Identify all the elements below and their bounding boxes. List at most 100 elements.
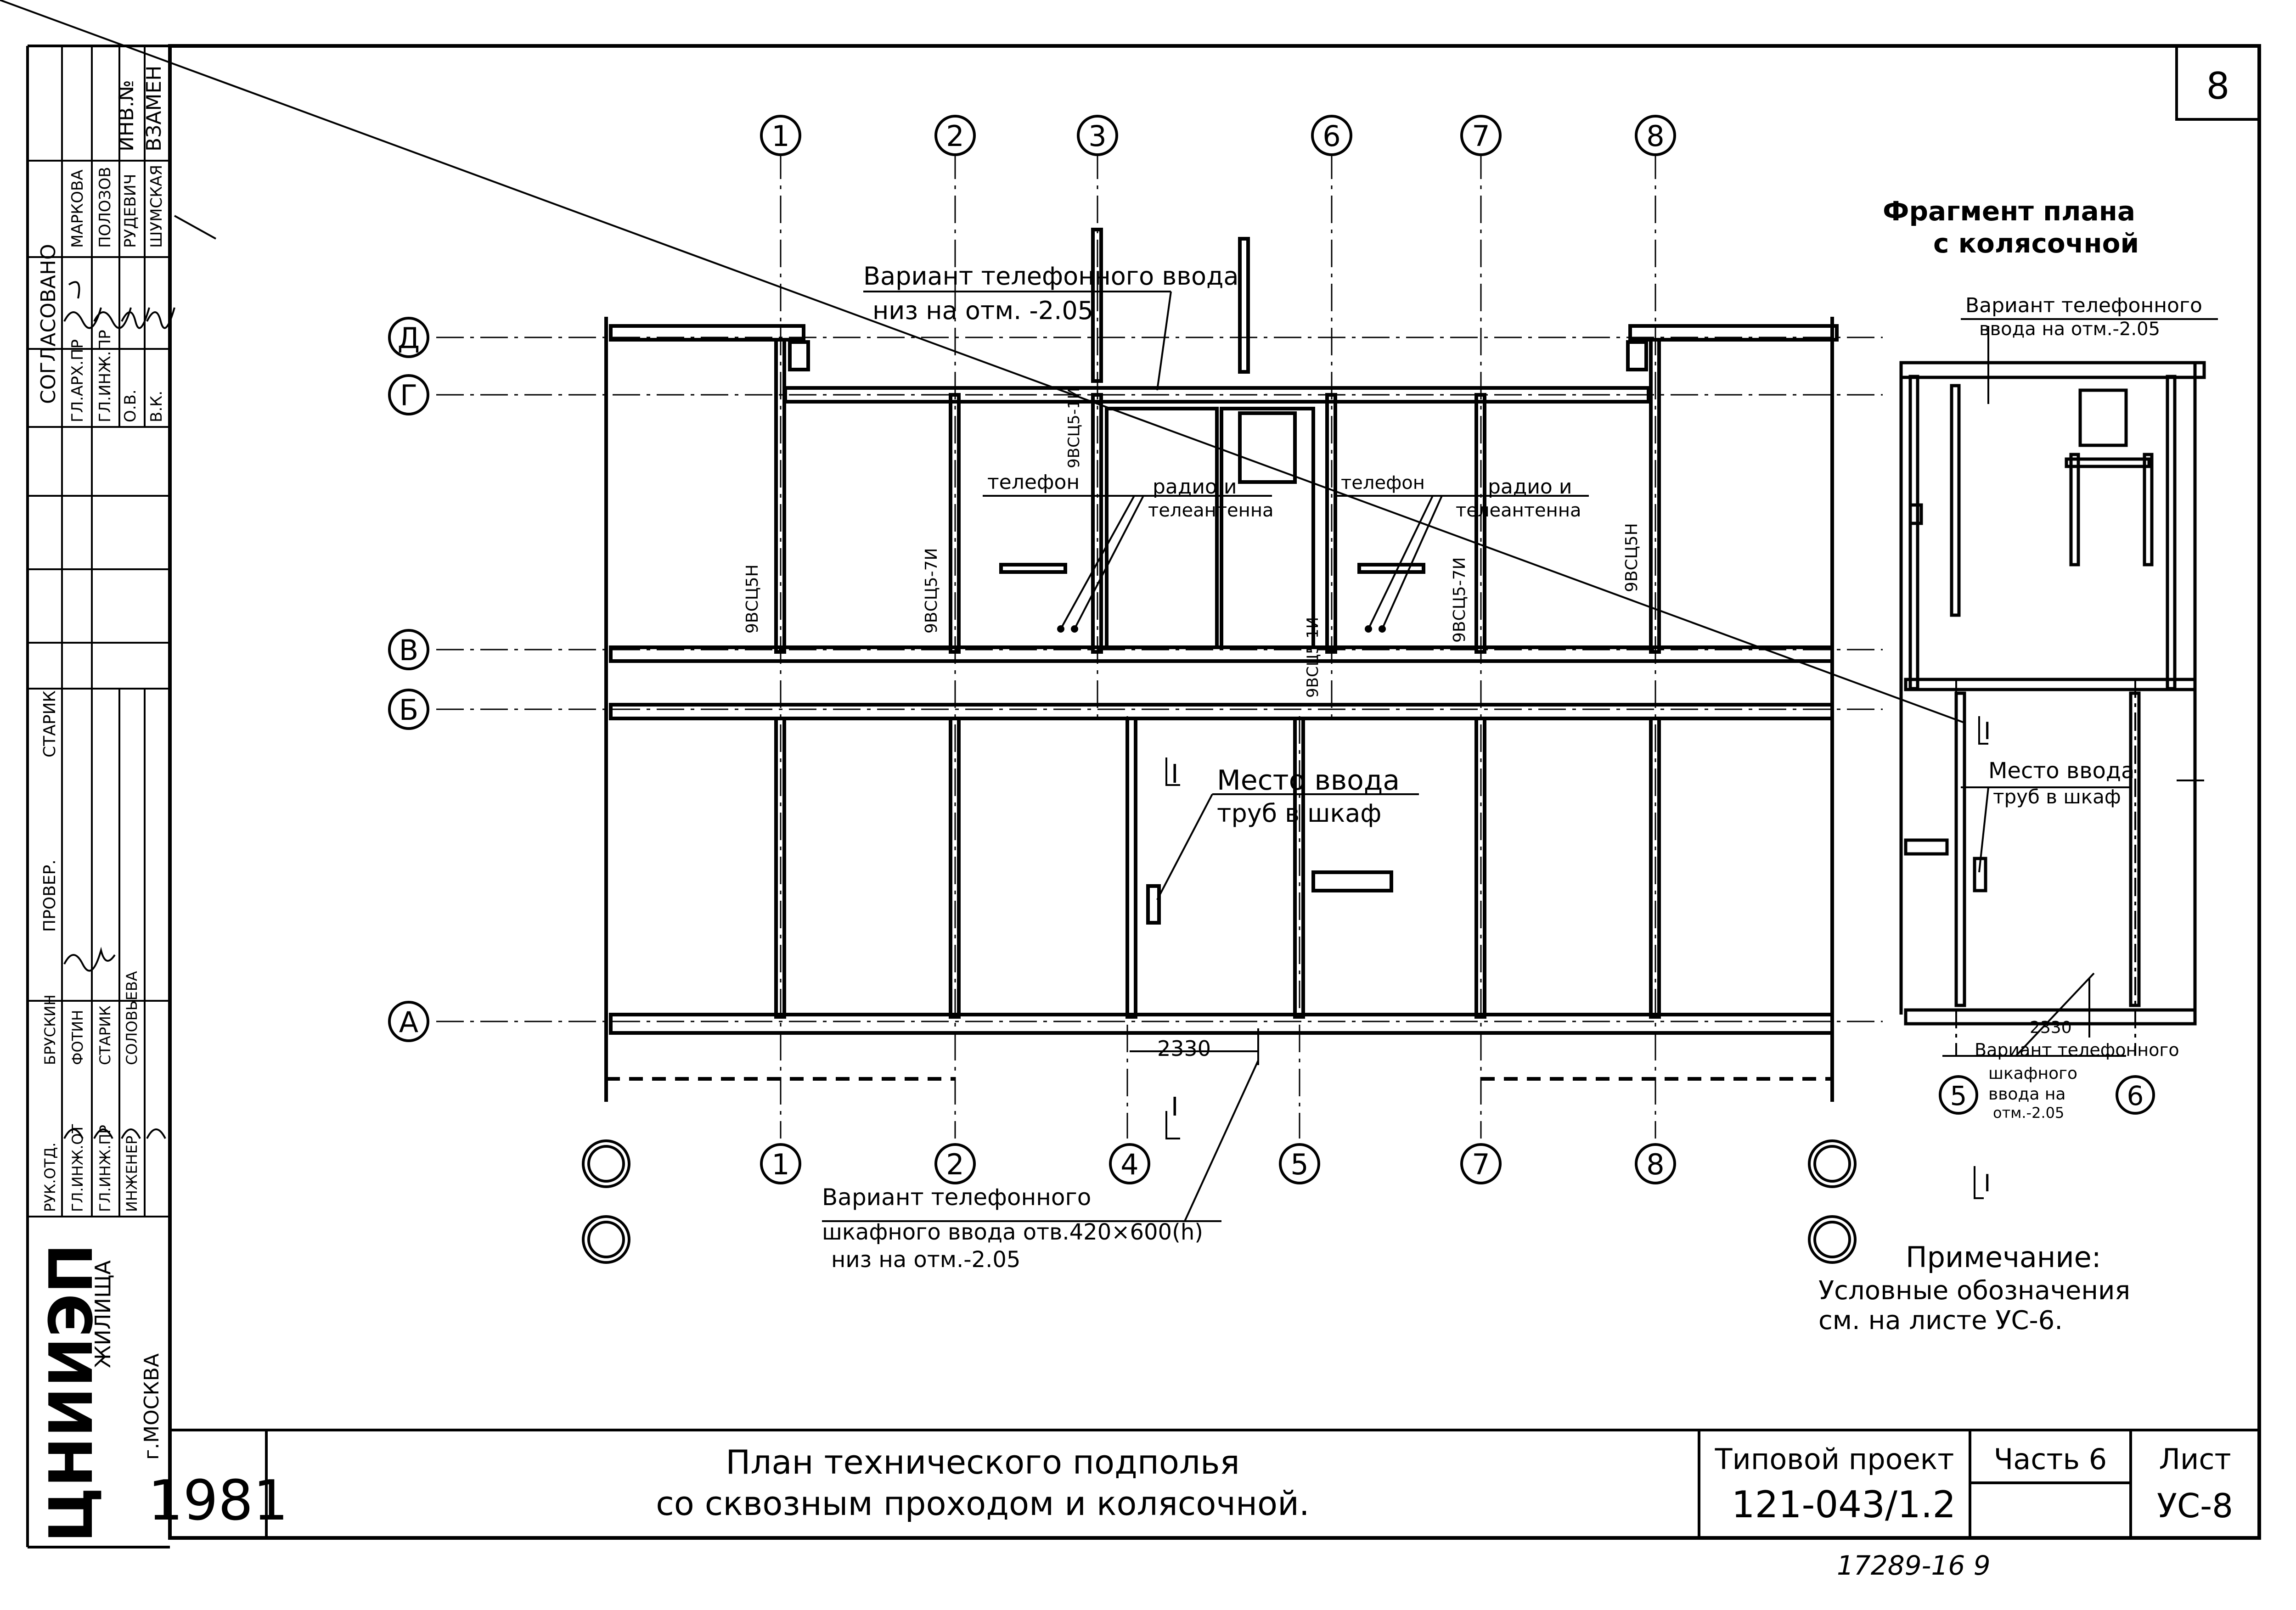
fragment-cabinet-line4: отм.-2.05 [1993, 1104, 2064, 1122]
note-line2: см. на листе УС-6. [1818, 1306, 2063, 1335]
author-name-3: СТАРИК [96, 1005, 114, 1065]
logo-sub: ЖИЛИЩА [90, 1260, 115, 1368]
fragment-axis-bubble-5: 5 [1939, 1075, 1978, 1115]
svg-text:2: 2 [946, 1148, 964, 1181]
author-name-2: ФОТИН [69, 1010, 86, 1065]
riser-label: 9ВСЦ5-1И [1065, 387, 1083, 468]
axis-bubble-bottom-8: 8 [1635, 1143, 1676, 1184]
checker-label: ПРОВЕР. [40, 859, 59, 932]
title-block-texts: 1981 План технического подполья со сквоз… [148, 1442, 2233, 1533]
axis-bubble-bottom-5: 5 [1279, 1143, 1320, 1184]
axis-bubble-top-7: 7 [1460, 115, 1502, 156]
author-role-2: ГЛ.ИНЖ.ОТ [69, 1124, 86, 1212]
riser-label: 9ВСЦ5-7И [1450, 557, 1469, 643]
agreed-name-4: ШУМСКАЯ [147, 165, 166, 248]
fragment-plan: Фрагмент плана с колясочной Вариант теле… [0, 0, 2218, 1199]
svg-text:Б: Б [399, 693, 419, 727]
agreed-role-1: ГЛ.АРХ.ПР [68, 339, 87, 422]
axis-bubble-bottom-2: 2 [934, 1143, 976, 1184]
pipe-dots [1057, 625, 1386, 633]
author-role-3: ГЛ.ИНЖ.ПР [96, 1125, 114, 1212]
sheet-code: УС-8 [2157, 1487, 2233, 1525]
fragment-title-1: Фрагмент плана [1883, 196, 2135, 227]
riser-label: 9ВСЦ5-1И [1304, 617, 1322, 698]
section-mark-top: I [1171, 759, 1179, 789]
agreed-role-4: В.К. [147, 391, 166, 422]
fragment-section-bottom: I [1984, 1170, 1991, 1197]
drawing-title-2: со сквозным проходом и колясочной. [656, 1484, 1310, 1523]
fragment-axis-bubble-6: 6 [2116, 1075, 2155, 1115]
axis-bubble-top-6: 6 [1311, 115, 1352, 156]
fragment-cabinet-line2: шкафного [1988, 1064, 2077, 1083]
axis-bubble-top-2: 2 [934, 115, 976, 156]
year: 1981 [148, 1469, 288, 1533]
axis-bubble-bottom-1: 1 [760, 1143, 801, 1184]
svg-text:8: 8 [1646, 1148, 1664, 1181]
axis-bubbles-left: Д Г В Б А [388, 317, 429, 1042]
agreed-role-3: О.В. [121, 389, 140, 422]
fragment-walls [1899, 361, 2206, 1026]
telephone-label-2: телефон [1341, 472, 1425, 494]
fragment-cabinet-line1: Вариант телефонного [1975, 1040, 2179, 1060]
main-plan: 1 2 3 6 7 8 1 2 4 5 7 8 Д Г [388, 115, 1883, 1273]
svg-text:8: 8 [1646, 119, 1664, 153]
pipe-entry-line1: Место ввода [1217, 764, 1400, 797]
sheet-label: Лист [2159, 1442, 2231, 1476]
axis-bubble-left-v: В [388, 629, 429, 670]
pipe-entry-line2: труб в шкаф [1217, 799, 1381, 828]
axis-bubble-left-b: Б [388, 689, 429, 730]
riser-label: 9ВСЦ5Н [1622, 523, 1641, 592]
axis-bubble-bottom-7: 7 [1460, 1143, 1502, 1184]
axis-bubble-bottom-4: 4 [1109, 1143, 1150, 1184]
cabinet-line3: низ на отм.-2.05 [831, 1247, 1020, 1273]
fragment-dimension: 2330 [2030, 1018, 2072, 1037]
radio-label-1-line2: телеантенна [1148, 500, 1273, 521]
dimension-2330: 2330 [1157, 1036, 1211, 1061]
checker-name: СТАРИК [40, 690, 59, 757]
svg-text:5: 5 [1290, 1148, 1308, 1181]
sheet-number-box: 8 [2175, 45, 2261, 121]
svg-text:7: 7 [1472, 1148, 1490, 1181]
axis-bubbles-top: 1 2 3 6 7 8 [760, 115, 1676, 156]
fragment-section-top: I [1984, 718, 1991, 745]
project-number: 121-043/1.2 [1732, 1483, 1956, 1526]
agreed-name-3: РУДЕВИЧ [121, 174, 140, 248]
svg-text:6: 6 [1322, 119, 1340, 153]
agreed-name-2: ПОЛОЗОВ [96, 167, 114, 248]
agreed-name-1: МАРКОВА [68, 169, 87, 248]
svg-text:Д: Д [398, 321, 420, 355]
axis-bubble-left-a: А [388, 1001, 429, 1042]
cabinet-line2: шкафного ввода отв.420×600(h) [822, 1219, 1203, 1245]
axis-bubble-top-1: 1 [760, 115, 801, 156]
agreed-role-2: ГЛ.ИНЖ.ПР [96, 330, 114, 422]
riser-label: 9ВСЦ5Н [743, 564, 762, 634]
radio-label-2-line1: радио и [1488, 475, 1572, 499]
axis-bubble-top-8: 8 [1635, 115, 1676, 156]
fragment-pipe-line2: труб в шкаф [1993, 785, 2121, 808]
fragment-leaders [0, 0, 2218, 1199]
axis-bubble-top-3: 3 [1077, 115, 1118, 156]
sheet-frame [26, 44, 2261, 1548]
section-mark-bottom: I [1171, 1092, 1179, 1122]
project-label: Типовой проект [1715, 1442, 1954, 1476]
walls [604, 228, 1839, 1102]
left-stamp [28, 46, 170, 1217]
inv-label: ИНВ.№ [115, 80, 138, 151]
phone-variant-line2: низ на отм. -2.05 [872, 296, 1093, 325]
radio-label-2-line2: телеантенна [1456, 500, 1581, 521]
axis-bubbles-bottom: 1 2 4 5 7 8 [582, 1139, 1857, 1264]
archive-number: 17289-16 9 [1837, 1550, 1991, 1581]
author-role-1: РУК.ОТД. [41, 1142, 59, 1212]
svg-text:Г: Г [400, 379, 417, 412]
svg-text:В: В [399, 634, 419, 667]
stamp-texts: СОГЛАСОВАНО ИНВ.№ ВЗАМЕН ГЛ.АРХ.ПР МАРКО… [36, 66, 166, 1543]
note-line1: Условные обозначения [1818, 1276, 2130, 1306]
leaders [822, 291, 1589, 1222]
axis-bubble-left-g: Г [388, 374, 429, 415]
axis-bubble-left-d: Д [388, 317, 429, 358]
svg-text:1: 1 [771, 119, 789, 153]
svg-text:3: 3 [1088, 119, 1106, 153]
phone-variant-line1: Вариант телефонного ввода [863, 262, 1239, 291]
fragment-phone-line2: ввода на отм.-2.05 [1979, 319, 2160, 340]
